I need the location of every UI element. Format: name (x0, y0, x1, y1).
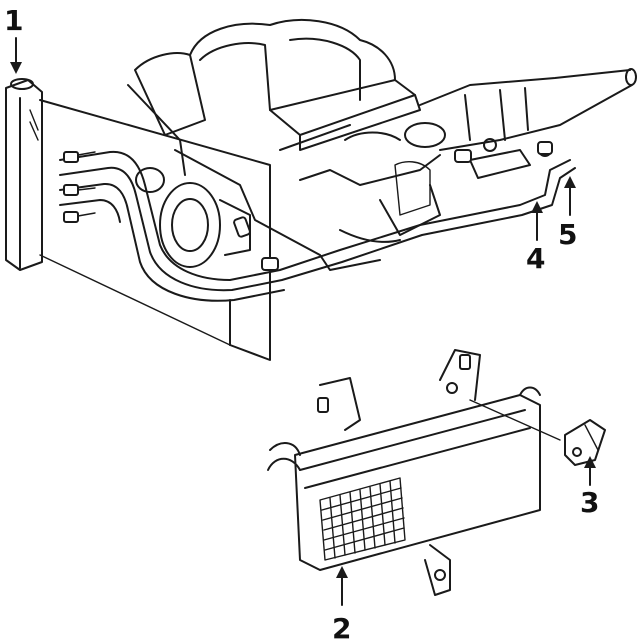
cooler-lines (59, 141, 576, 302)
hose-clamp (564, 419, 606, 466)
radiator (5, 78, 271, 361)
callout-2: 2 (332, 612, 351, 644)
callout-arrows (10, 37, 596, 606)
callout-5: 5 (558, 218, 577, 251)
callout-4: 4 (526, 242, 545, 275)
callout-1: 1 (4, 4, 23, 37)
callout-3: 3 (580, 486, 599, 519)
fan-shroud (135, 167, 251, 268)
auxiliary-cooler (267, 349, 561, 596)
cooler-mesh (319, 477, 406, 561)
